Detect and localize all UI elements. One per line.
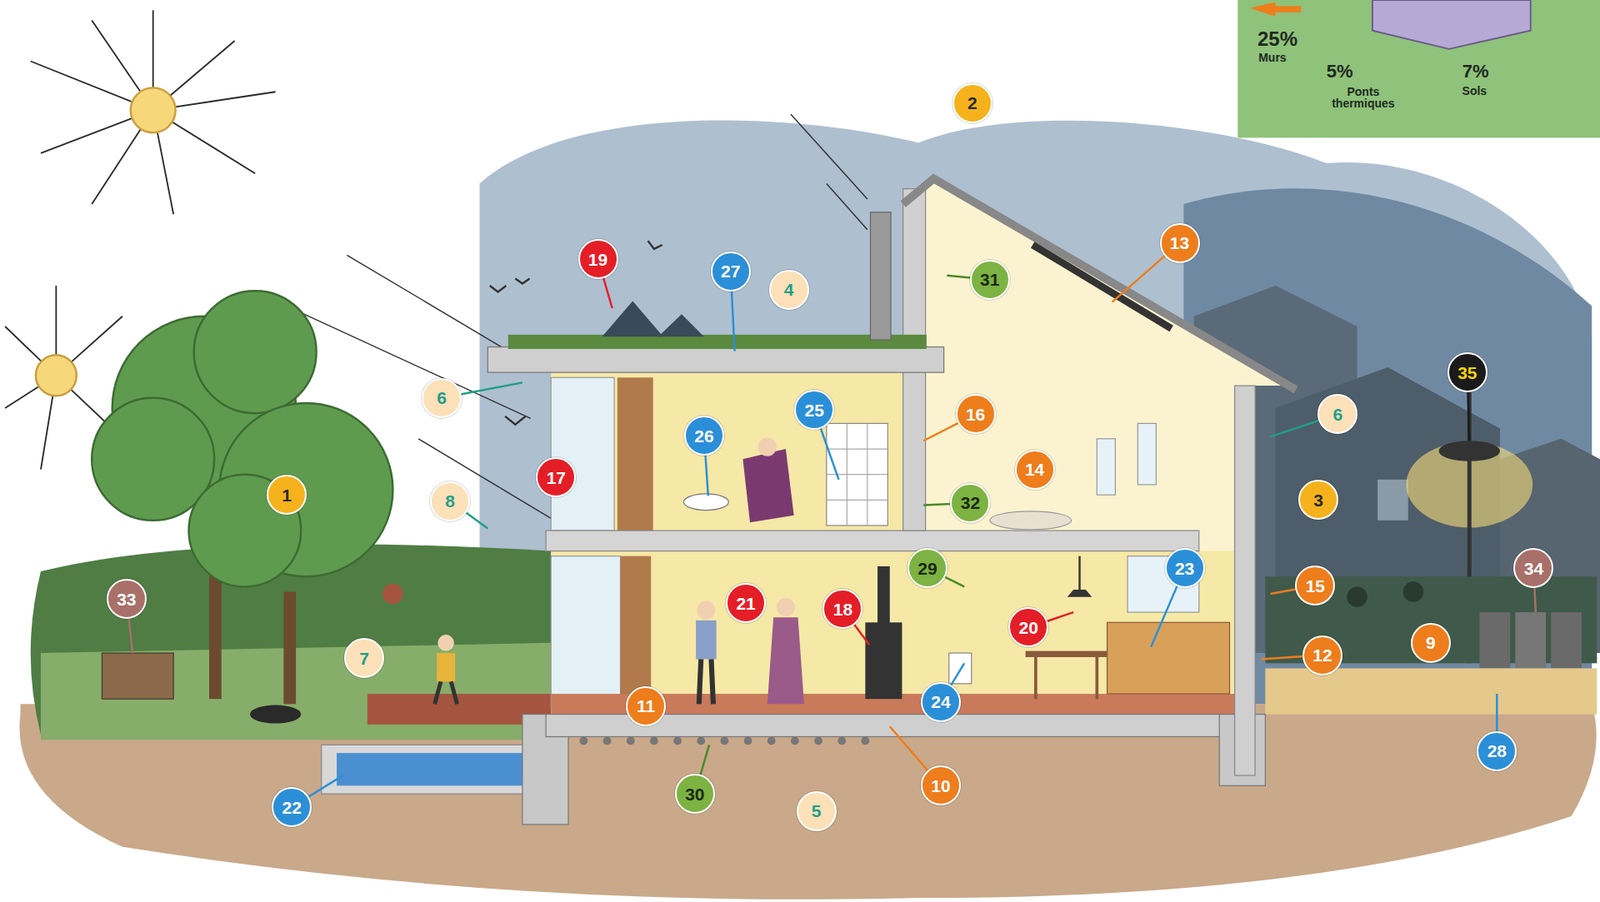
callout-number: 4 [769, 270, 810, 310]
callout-number: 16 [955, 394, 996, 435]
callout-number: 31 [970, 260, 1010, 300]
callout-number: 10 [920, 765, 961, 806]
inset-label: Murs [1258, 50, 1286, 64]
callout-number: 22 [271, 787, 312, 828]
inset-label: Ponts thermiques [1317, 85, 1410, 110]
callout-number: 27 [710, 251, 751, 292]
callout-number: 28 [1476, 731, 1517, 772]
inset-label: 7% [1462, 61, 1490, 81]
inset-label: Sols [1462, 85, 1488, 98]
callout-number: 33 [106, 579, 147, 620]
callout-number: 14 [1015, 450, 1055, 490]
callout-number: 17 [535, 457, 576, 498]
callout-number: 26 [684, 415, 725, 456]
callout-number: 1 [266, 475, 307, 515]
callout-number: 9 [1410, 623, 1451, 664]
callout-number: 35 [1447, 352, 1488, 393]
callout-number: 11 [625, 686, 666, 727]
callout-number: 3 [1298, 480, 1339, 520]
callout-number: 15 [1295, 565, 1335, 606]
callout-number: 29 [907, 548, 948, 589]
callout-number: 32 [950, 483, 990, 524]
callout-number: 6 [421, 378, 462, 419]
callout-number: 34 [1513, 548, 1554, 589]
callout-number: 6 [1317, 394, 1358, 435]
inset-label: 25% [1257, 28, 1298, 50]
inset-label: 5% [1326, 61, 1354, 81]
callout-number: 21 [725, 583, 766, 624]
callout-number: 12 [1302, 635, 1343, 676]
callout-number: 5 [796, 791, 837, 832]
callout-number: 8 [430, 481, 470, 522]
callout-number: 24 [920, 682, 961, 723]
callout-number: 25 [794, 390, 835, 430]
callout-number: 2 [952, 83, 993, 124]
callout-number: 20 [1008, 607, 1049, 648]
callout-number: 30 [675, 774, 715, 815]
callout-number: 19 [578, 239, 619, 280]
callout-number: 23 [1165, 548, 1205, 589]
callout-number: 7 [344, 638, 385, 679]
callout-number: 18 [822, 589, 863, 630]
callout-number: 13 [1160, 223, 1200, 264]
